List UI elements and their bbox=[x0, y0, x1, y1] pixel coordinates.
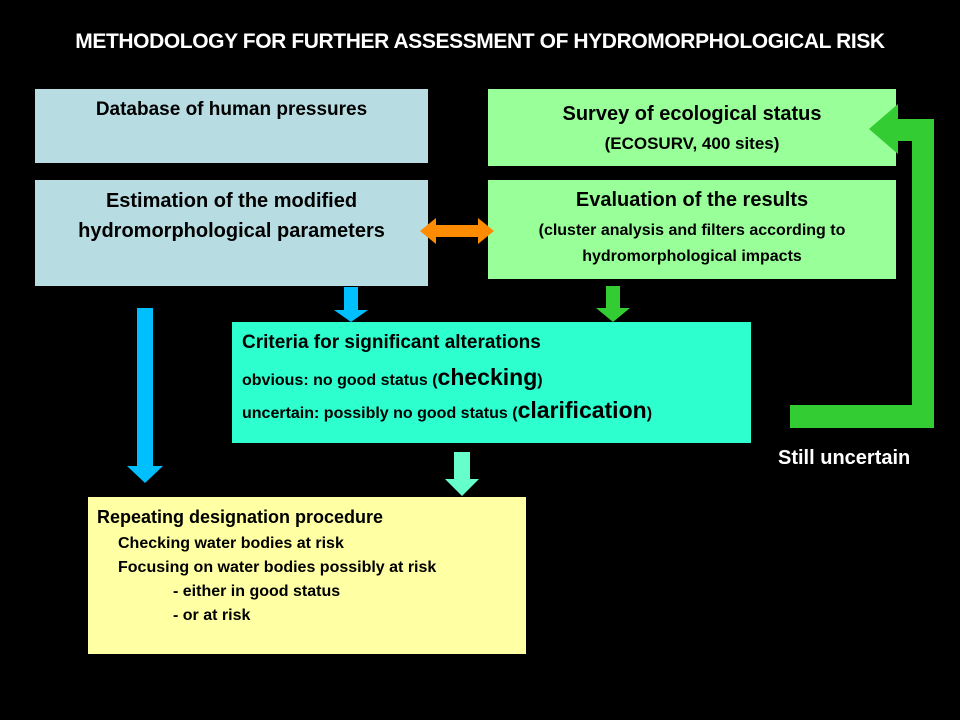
repeating-item-2: Focusing on water bodies possibly at ris… bbox=[118, 559, 437, 576]
blue-arrow-to-repeating bbox=[127, 308, 163, 483]
survey-line-1: Survey of ecological status bbox=[562, 103, 822, 125]
repeating-subitem-2: - or at risk bbox=[173, 607, 251, 624]
survey-box: Survey of ecological status (ECOSURV, 40… bbox=[488, 89, 896, 166]
repeating-heading: Repeating designation procedure bbox=[97, 507, 384, 527]
estimation-line-1: Estimation of the modified bbox=[105, 190, 358, 212]
criteria-box: Criteria for significant alterations obv… bbox=[232, 322, 751, 443]
repeating-item-1: Checking water bodies at risk bbox=[118, 535, 344, 552]
survey-line-2: (ECOSURV, 400 sites) bbox=[604, 134, 780, 153]
estimation-box: Estimation of the modified hydromorpholo… bbox=[35, 180, 428, 286]
database-box: Database of human pressures bbox=[35, 89, 428, 163]
repeating-box: Repeating designation procedure Checking… bbox=[88, 497, 526, 654]
criteria-obvious-prefix: obvious: no good status ( bbox=[242, 372, 438, 389]
still-uncertain-label: Still uncertain bbox=[778, 447, 911, 469]
page-title: METHODOLOGY FOR FURTHER ASSESSMENT OF HY… bbox=[75, 30, 885, 53]
blue-arrow-to-criteria bbox=[334, 287, 368, 322]
repeating-subitem-1: - either in good status bbox=[173, 583, 341, 600]
evaluation-line-1: Evaluation of the results bbox=[575, 189, 809, 211]
criteria-obvious-word: checking bbox=[437, 364, 538, 390]
orange-double-arrow bbox=[420, 218, 494, 244]
criteria-heading: Criteria for significant alterations bbox=[242, 332, 541, 353]
green-feedback-arrow bbox=[790, 104, 934, 428]
database-label: Database of human pressures bbox=[95, 99, 368, 120]
criteria-obvious: obvious: no good status (checking) bbox=[242, 364, 751, 391]
criteria-obvious-suffix: ) bbox=[537, 372, 543, 389]
evaluation-line-3: hydromorphological impacts bbox=[582, 248, 802, 265]
criteria-uncertain-suffix: ) bbox=[646, 405, 653, 422]
mint-arrow-to-repeating bbox=[445, 452, 479, 496]
criteria-uncertain-prefix: uncertain: possibly no good status ( bbox=[242, 405, 518, 422]
evaluation-details: (cluster analysis and filters according … bbox=[488, 218, 896, 270]
criteria-uncertain-word: clarification bbox=[517, 397, 647, 423]
evaluation-line-2: (cluster analysis and filters according … bbox=[538, 222, 846, 239]
green-arrow-to-criteria bbox=[596, 286, 630, 322]
estimation-line-2: hydromorphological parameters bbox=[78, 220, 385, 242]
evaluation-box: Evaluation of the results (cluster analy… bbox=[488, 180, 896, 279]
criteria-uncertain: uncertain: possibly no good status (clar… bbox=[242, 397, 751, 424]
